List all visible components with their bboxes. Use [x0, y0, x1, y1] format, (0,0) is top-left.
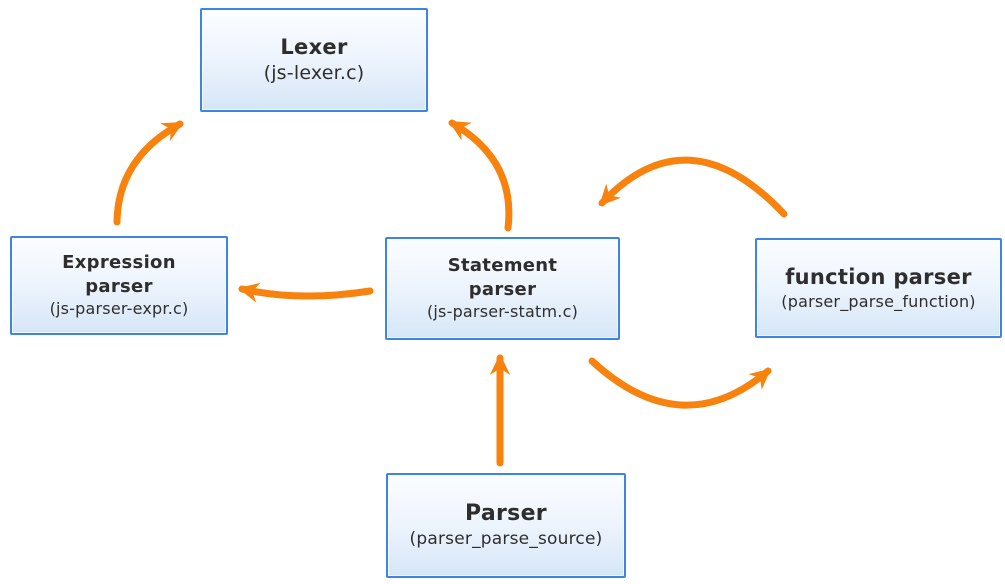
node-expression-parser[interactable]: Expression parser (js-parser-expr.c) [10, 236, 228, 335]
arrow-statement-parser-to-function-parser [588, 357, 772, 409]
node-parser-subtitle: (parser_parse_source) [409, 529, 603, 550]
node-statement-parser[interactable]: Statement parser (js-parser-statm.c) [385, 237, 620, 340]
node-function-parser-title: function parser [785, 264, 972, 289]
node-lexer-title: Lexer [280, 34, 348, 59]
arrow-statement-parser-to-lexer [448, 119, 513, 232]
node-parser[interactable]: Parser (parser_parse_source) [386, 473, 626, 578]
node-expression-parser-subtitle: (js-parser-expr.c) [49, 299, 189, 319]
node-expression-parser-title: Expression parser [62, 252, 176, 297]
arrow-function-parser-to-statement-parser [598, 156, 788, 218]
node-function-parser[interactable]: function parser (parser_parse_function) [755, 238, 1002, 338]
node-function-parser-subtitle: (parser_parse_function) [781, 291, 976, 311]
arrow-statement-parser-to-expression-parser [238, 282, 374, 303]
node-lexer-subtitle: (js-lexer.c) [263, 61, 365, 84]
node-statement-parser-subtitle: (js-parser-statm.c) [426, 302, 579, 322]
node-parser-title: Parser [465, 500, 547, 526]
node-statement-parser-title: Statement parser [447, 255, 558, 300]
arrow-expression-parser-to-lexer [113, 120, 184, 226]
node-lexer[interactable]: Lexer (js-lexer.c) [200, 8, 428, 112]
